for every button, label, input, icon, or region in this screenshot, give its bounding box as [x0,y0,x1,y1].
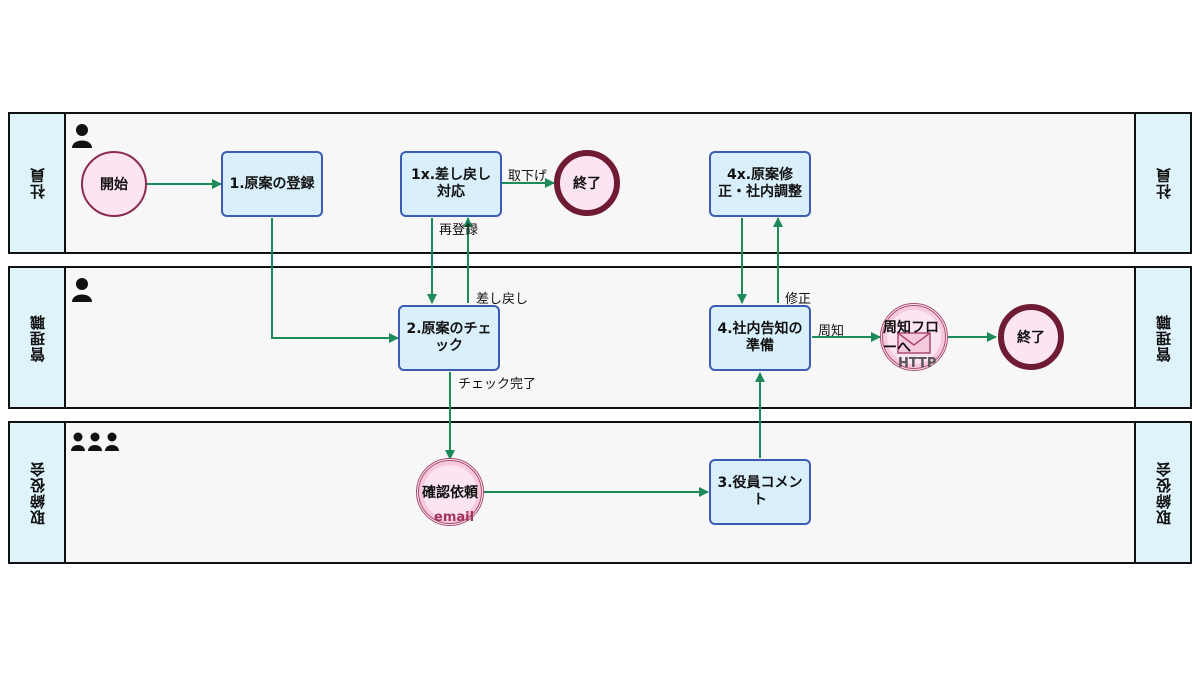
flow-label-reregister: 再登録 [439,223,479,238]
lane-manager-label-right: 管理職 [1134,268,1190,407]
user-icon [72,278,92,302]
start-event-label: 開始 [100,177,128,193]
flow-label-check-done: チェック完了 [458,377,537,392]
lane-employee-label-left: 社員 [10,114,66,252]
flow-label-revise: 修正 [785,292,812,307]
lane-employee-label-right: 社員 [1134,114,1190,252]
flow-register-to-check [271,218,399,343]
end-event-mid-label: 終了 [1017,330,1045,346]
lane-board-label-left: 取締役会 [10,423,66,562]
lane-manager-label-left: 管理職 [10,268,66,407]
lane-board-label-right: 取締役会 [1134,423,1190,562]
task-revise-draft-label: 4x.原案修正・社内調整 [718,167,802,200]
start-event[interactable]: 開始 [81,151,147,217]
task-revise-draft[interactable]: 4x.原案修正・社内調整 [709,151,811,217]
message-event-request-confirm[interactable]: 確認依頼 [416,458,484,526]
task-check-draft-label: 2.原案のチェック [406,321,492,354]
message-event-notice-flow-label: 周知フローへ [883,320,939,356]
user-icon [72,124,92,148]
task-remand-response-label: 1x.差し戻し対応 [410,167,492,200]
task-register-draft[interactable]: 1.原案の登録 [221,151,323,217]
task-remand-response[interactable]: 1x.差し戻し対応 [400,151,502,217]
message-event-request-confirm-sub: email [434,510,475,525]
envelope-icon [897,332,931,354]
task-prepare-notice[interactable]: 4.社内告知の準備 [709,305,811,371]
end-event-top[interactable]: 終了 [554,150,620,216]
flow-label-notify: 周知 [818,324,845,339]
message-event-notice-flow[interactable]: 周知フローへ [880,303,948,371]
end-event-top-label: 終了 [573,176,601,192]
task-board-comment[interactable]: 3.役員コメント [709,459,811,525]
task-board-comment-label: 3.役員コメント [717,475,803,508]
flow-label-remand: 差し戻し [476,292,529,307]
users-group-icon [71,432,119,451]
task-prepare-notice-label: 4.社内告知の準備 [717,321,803,354]
message-event-request-confirm-label: 確認依頼 [422,485,478,501]
flow-label-withdraw: 取下げ [508,169,548,184]
task-register-draft-label: 1.原案の登録 [229,175,315,192]
end-event-mid[interactable]: 終了 [998,304,1064,370]
task-check-draft[interactable]: 2.原案のチェック [398,305,500,371]
message-event-notice-flow-sub: HTTP [898,356,937,371]
